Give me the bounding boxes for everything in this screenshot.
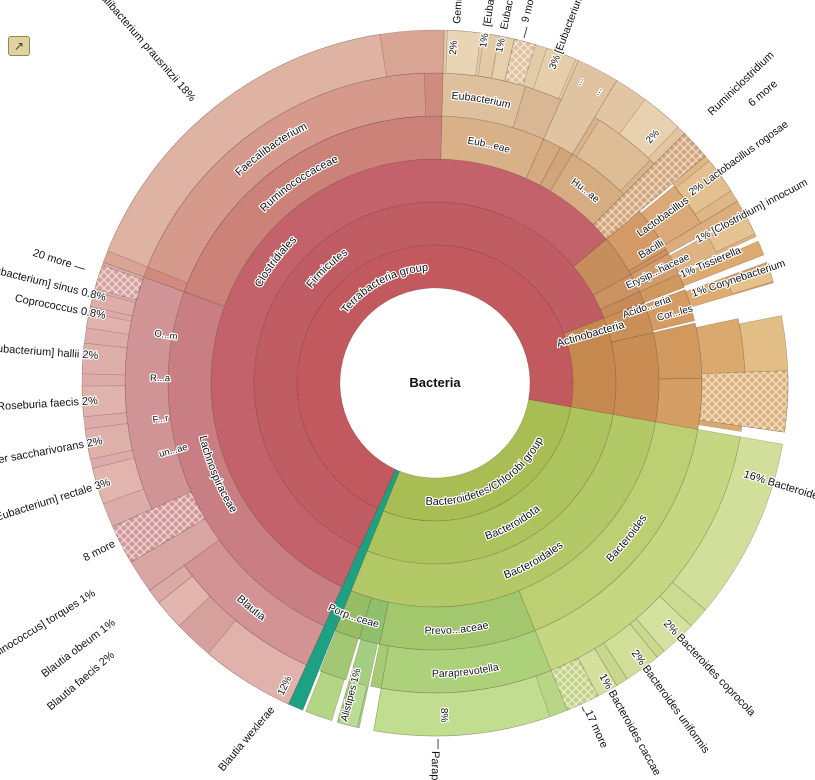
wedge-porphyromonadaceae-genus[interactable]: [319, 630, 359, 681]
wedge-eubacterium-9-more-hatch-texture: [504, 38, 536, 87]
wedge-alistipes-sp[interactable]: [338, 680, 368, 728]
wedge-eubacterium-eligens-3pct[interactable]: [532, 47, 577, 100]
wedge-lactobacillus-rogosae[interactable]: [675, 160, 732, 215]
wedge-eubacterium-sp-2pct[interactable]: [445, 29, 482, 76]
wedge-clostridium-innocuum[interactable]: [708, 216, 756, 253]
wedge-actinobacteria-more-hatch-texture: [699, 370, 789, 433]
wedge-coriobacteriia[interactable]: [611, 332, 660, 423]
label-connector-line: [523, 26, 528, 39]
label-connector-line: [581, 706, 590, 722]
taxon-label-paraprevotella[interactable]: Paraprevotella: [427, 750, 442, 780]
wedge-fusicatenibacter-saccharivorans[interactable]: [84, 423, 133, 460]
wedge-eubacterium-rectale[interactable]: [92, 457, 145, 505]
wedge-roseburia-faecis[interactable]: [81, 385, 127, 418]
wedge-coriobacteriaceae[interactable]: [655, 378, 703, 430]
wedge-porphyromonadaceae-species[interactable]: [305, 671, 345, 721]
taxon-label-faecalibacterium-prausnitzii-18[interactable]: Faecalibacterium prausnitzii 18%: [82, 0, 199, 105]
taxon-label-17-more[interactable]: 17 more: [581, 707, 611, 751]
taxon-label-6-more[interactable]: 6 more: [745, 77, 781, 111]
wedge-lachnospiraceae-genera[interactable]: [124, 276, 192, 510]
wedge-porphyromonadaceae[interactable]: [334, 590, 372, 640]
center-root-label: Bacteria: [409, 375, 461, 390]
taxon-label-f-r[interactable]: F...r: [151, 412, 171, 427]
wedge-bacteroidales[interactable]: [350, 414, 656, 608]
wedge-pvc-group[interactable]: [288, 469, 400, 711]
wedge-bacteroidetes-chlorobi-group[interactable]: [382, 399, 572, 522]
percent-label: 8%: [438, 708, 449, 723]
wedge-prevotellaceae[interactable]: [379, 590, 536, 651]
wedge-lachnospiraceae-20-more-hatch-texture: [94, 264, 144, 301]
taxon-label-eubacterium-rectale-3[interactable]: [Eubacterium] rectale 3%: [0, 475, 113, 526]
taxon-label-9-more[interactable]: 9 more: [518, 0, 540, 25]
wedge-ruminiclostridium-sp-2pct[interactable]: [618, 98, 679, 159]
wedge-eubacterium-hallii[interactable]: [81, 342, 128, 376]
wedge-blautia-wexlerae[interactable]: [207, 620, 307, 705]
wedge-corynebacterium-sp[interactable]: [726, 263, 774, 295]
percent-label: 2%: [448, 40, 460, 55]
taxon-label-ruminococcus-torques-1[interactable]: [Ruminococcus] torques 1%: [0, 586, 99, 671]
expand-arrow-icon: ↗: [13, 38, 25, 53]
taxon-label-fusicatenibacter-saccharivorans-2[interactable]: Fusicatenibacter saccharivorans 2%: [0, 434, 105, 480]
wedge-clostridiales[interactable]: [210, 158, 608, 588]
wedge-faecalibacterium-prausnitzii[interactable]: [107, 34, 387, 268]
taxon-label-gemmiger-formicilis[interactable]: Gemmiger formicilis: [450, 0, 471, 25]
expand-panel-button[interactable]: ↗: [8, 36, 30, 56]
taxon-label-8-more[interactable]: 8 more: [80, 537, 118, 566]
wedge-coprococcus[interactable]: [86, 312, 132, 335]
taxon-label-r-a[interactable]: R...a: [149, 372, 172, 386]
wedge-corynebacteriales[interactable]: [644, 289, 695, 332]
wedge-bacteroidota[interactable]: [366, 406, 614, 565]
percent-label: 1%: [494, 37, 508, 53]
wedge-coriobacteriales[interactable]: [652, 322, 703, 380]
taxon-label-eubacterium-eligens[interactable]: [Eubacterium] eligens: [551, 0, 601, 56]
wedge-tissierella[interactable]: [679, 240, 765, 287]
wedge-firmicutes[interactable]: [253, 201, 605, 549]
taxon-label-20-more[interactable]: 20 more —: [30, 246, 88, 276]
taxon-label-blautia-wexlerae[interactable]: Blautia wexlerae: [215, 703, 278, 775]
percent-label: 1%: [478, 32, 491, 48]
wedge-eubacterium-sinus[interactable]: [90, 291, 136, 317]
wedge-ruminiclostridium[interactable]: [576, 119, 651, 192]
taxon-label-o-m[interactable]: O...m: [152, 327, 179, 344]
wedge-bacteroides[interactable]: [518, 421, 699, 631]
wedge-paraprevotella-sp-8pct[interactable]: [373, 675, 551, 737]
